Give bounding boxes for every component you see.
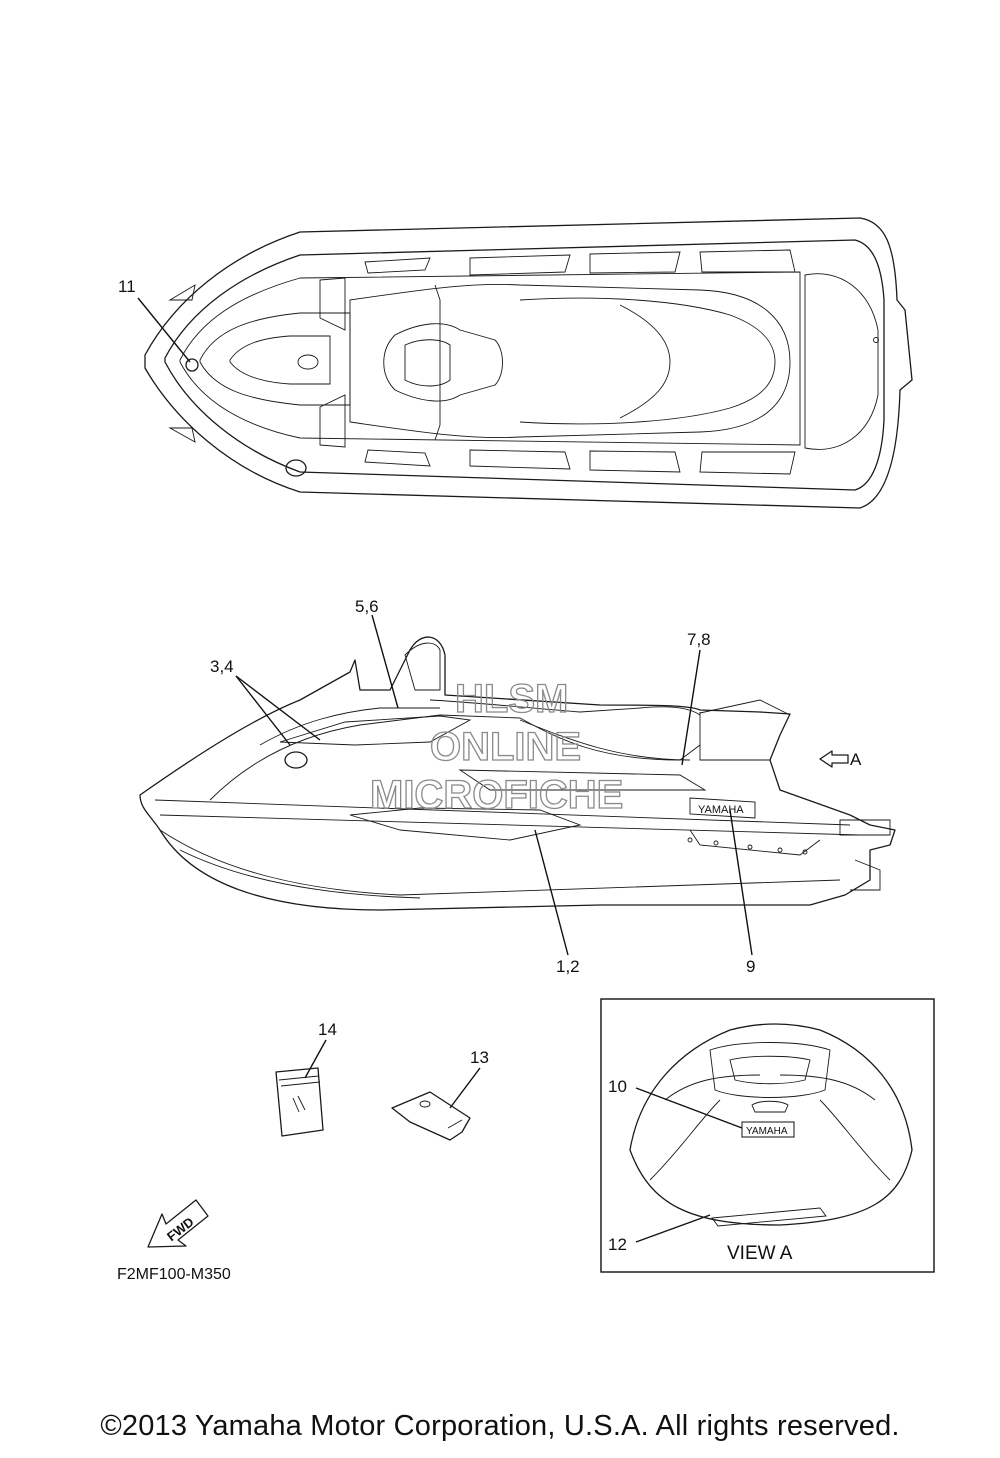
callout-1-2: 1,2 xyxy=(556,957,580,976)
callout-11: 11 xyxy=(118,277,136,296)
view-a-frame xyxy=(600,998,935,1273)
watercraft-side-view: YAMAHA xyxy=(139,636,896,911)
view-a-panel: YAMAHA VIEW A xyxy=(600,998,935,1273)
callout-13: 13 xyxy=(470,1048,489,1067)
callout-numbers: 11 5,6 3,4 7,8 1,2 9 14 13 10 12 A xyxy=(118,277,862,1254)
yamaha-emblem-view-a xyxy=(741,1121,795,1138)
yamaha-badge-text: YAMAHA xyxy=(698,804,744,816)
leader-lines xyxy=(137,297,753,1243)
yamaha-badge: YAMAHA xyxy=(689,797,756,819)
callout-9: 9 xyxy=(746,957,755,976)
callout-3-4: 3,4 xyxy=(210,657,234,676)
arrow-a-icon xyxy=(819,750,849,768)
watermark-line-2: ONLINE xyxy=(430,725,581,769)
callout-12: 12 xyxy=(608,1235,627,1254)
part-13-cover xyxy=(391,1091,471,1141)
yamaha-emblem-text: YAMAHA xyxy=(746,1126,788,1137)
callout-5-6: 5,6 xyxy=(355,597,379,616)
callout-14: 14 xyxy=(318,1020,337,1039)
fwd-label: FWD xyxy=(164,1214,197,1244)
view-a-label: VIEW A xyxy=(727,1243,793,1264)
callout-7-8: 7,8 xyxy=(687,630,711,649)
watercraft-top-view xyxy=(144,217,913,509)
hull-hole-11 xyxy=(185,358,199,372)
copyright-notice: ©2013 Yamaha Motor Corporation, U.S.A. A… xyxy=(100,1410,900,1442)
watermark-line-1: HLSM xyxy=(455,677,568,721)
part-14-pouch xyxy=(275,1067,324,1137)
figure-code: F2MF100-M350 xyxy=(117,1266,231,1283)
callout-10: 10 xyxy=(608,1077,627,1096)
watermark-line-3: MICROFICHE xyxy=(370,773,623,817)
view-arrow-label: A xyxy=(850,750,862,769)
fwd-arrow-icon: FWD xyxy=(147,1199,209,1248)
watermark: HLSM ONLINE MICROFICHE xyxy=(369,676,624,817)
